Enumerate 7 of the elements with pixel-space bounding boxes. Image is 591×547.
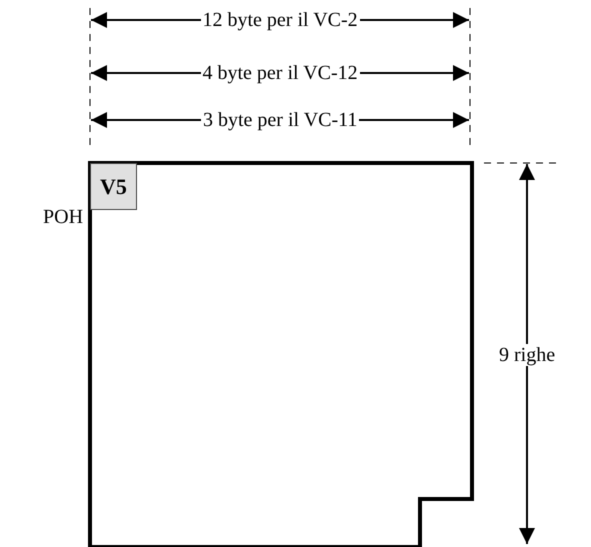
overhead-byte-box: V5 [90, 163, 137, 210]
node-caption: POH [42, 206, 84, 228]
dimension-label: 12 byte per il VC-2 [200, 9, 360, 31]
dimension-label: 3 byte per il VC-11 [201, 109, 360, 131]
dimension-label: 4 byte per il VC-12 [200, 62, 360, 84]
frame-outline [88, 161, 474, 547]
dimension-label: 9 righe [497, 344, 558, 366]
